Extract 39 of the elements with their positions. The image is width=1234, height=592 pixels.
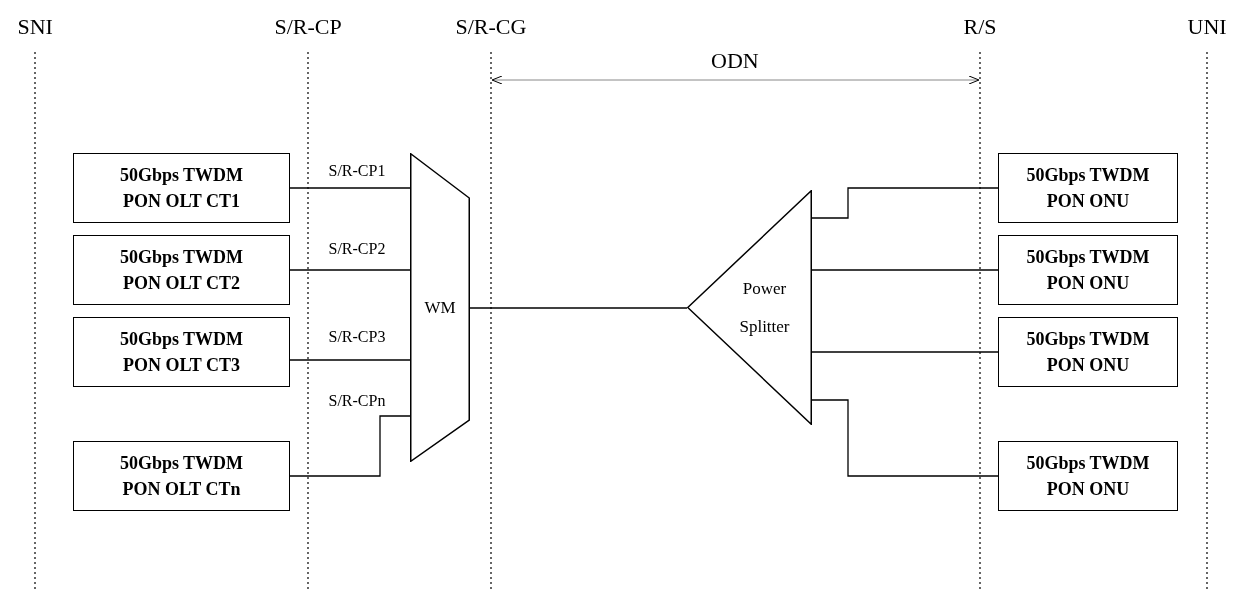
- node-label: Power Splitter: [738, 277, 791, 338]
- connector-line: [289, 187, 411, 189]
- edge-label: S/R-CP2: [328, 240, 386, 258]
- connector-line: [289, 415, 411, 477]
- edge-label: S/R-CP1: [328, 162, 386, 180]
- node-label: 50Gbps TWDM PON OLT CT3: [118, 328, 245, 377]
- reference-point-label: R/S: [963, 14, 997, 40]
- wavelength-multiplexer: [410, 153, 470, 462]
- connector-line: [811, 399, 999, 477]
- equipment-box: [998, 153, 1178, 223]
- node-label: 50Gbps TWDM PON OLT CT2: [118, 246, 245, 295]
- equipment-box: [73, 317, 290, 387]
- equipment-box: [73, 153, 290, 223]
- equipment-box: [73, 441, 290, 511]
- connector-line: [811, 187, 999, 219]
- connector-line: [811, 351, 999, 353]
- edge-label: S/R-CPn: [328, 392, 386, 410]
- node-label: 50Gbps TWDM PON OLT CT1: [118, 164, 245, 213]
- connector-line: [289, 359, 411, 361]
- connector-line: [469, 307, 688, 309]
- equipment-box: [998, 317, 1178, 387]
- node-label: 50Gbps TWDM PON ONU: [1025, 164, 1151, 213]
- dimension-label: ODN: [711, 48, 759, 74]
- reference-point-label: S/R-CG: [455, 14, 527, 40]
- node-label: 50Gbps TWDM PON ONU: [1025, 246, 1151, 295]
- connector-line: [289, 269, 411, 271]
- equipment-box: [998, 441, 1178, 511]
- node-label: WM: [424, 296, 456, 319]
- connector-line: [811, 269, 999, 271]
- node-label: 50Gbps TWDM PON OLT CTn: [118, 452, 245, 501]
- node-label: 50Gbps TWDM PON ONU: [1025, 452, 1151, 501]
- reference-point-label: SNI: [17, 14, 53, 40]
- edge-label: S/R-CP3: [328, 328, 386, 346]
- equipment-box: [998, 235, 1178, 305]
- power-splitter: [687, 190, 812, 425]
- reference-point-label: UNI: [1187, 14, 1227, 40]
- reference-point-label: S/R-CP: [274, 14, 342, 40]
- node-label: 50Gbps TWDM PON ONU: [1025, 328, 1151, 377]
- equipment-box: [73, 235, 290, 305]
